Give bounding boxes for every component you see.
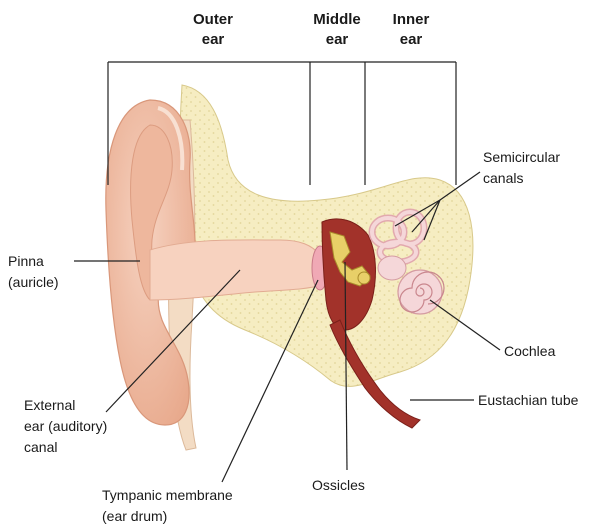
semicircular-label-line1: Semicircular xyxy=(483,149,560,165)
inner-ear-header-line1: Inner xyxy=(393,11,430,28)
external-canal-label-line2: ear (auditory) xyxy=(24,418,107,434)
middle-ear-header-line1: Middle xyxy=(313,11,361,28)
outer-ear-header-line2: ear xyxy=(202,31,225,48)
ossicles-label: Ossicles xyxy=(312,477,365,493)
tympanic-label-line1: Tympanic membrane xyxy=(102,487,233,503)
eustachian-label: Eustachian tube xyxy=(478,392,579,408)
semicircular-label-line2: canals xyxy=(483,170,523,186)
stapes-shape xyxy=(358,272,370,284)
tympanic-label-line2: (ear drum) xyxy=(102,508,167,524)
pinna-label-line2: (auricle) xyxy=(8,274,59,290)
external-canal-label-line1: External xyxy=(24,397,75,413)
pinna-label-line1: Pinna xyxy=(8,253,44,269)
middle-ear-header-line2: ear xyxy=(326,31,349,48)
external-canal-label-line3: canal xyxy=(24,439,57,455)
vestibule-shape xyxy=(378,256,406,280)
cochlea-label: Cochlea xyxy=(504,343,556,359)
outer-ear-header-line1: Outer xyxy=(193,11,233,28)
inner-ear-header-line2: ear xyxy=(400,31,423,48)
